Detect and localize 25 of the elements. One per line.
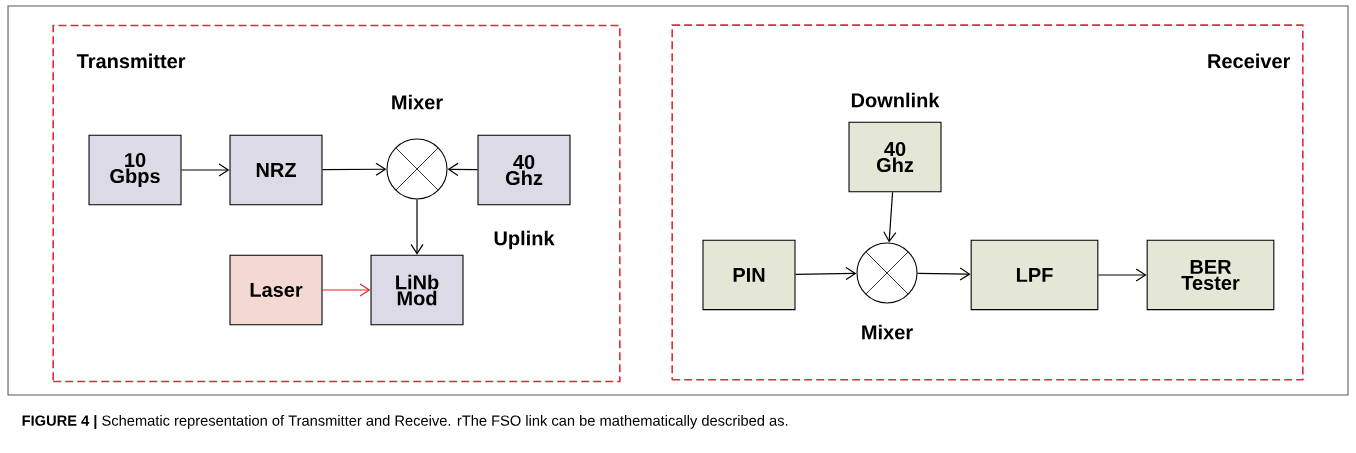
block-caption: Uplink [494,230,555,250]
block-box: PIN [702,239,796,311]
arrow [410,198,424,255]
block-box: LPF [970,239,1099,311]
arrow [883,191,897,243]
block-box: 40 Ghz [477,134,571,206]
panel-heading: Transmitter [76,53,186,69]
arrow [1097,268,1147,282]
arrow [321,162,387,176]
figure-caption: FIGURE 4 | Schematic representation of Transmitter and Receive. rThe FSO link can be mathematically described as. [22,415,788,429]
block-box: BER Tester [1146,239,1275,311]
arrow [447,162,479,176]
block-caption: Mixer [392,94,443,110]
block-box: Laser [229,254,323,326]
panel-heading: Receiver [1208,53,1291,69]
block-box: 10 Gbps [88,134,182,206]
block-box: LiNb Mod [370,254,464,326]
block-box: 40 Ghz [848,121,942,193]
arrow [916,267,971,281]
arrow [794,267,857,281]
block-box: NRZ [229,134,323,206]
block-caption: Downlink [851,92,940,108]
arrow [321,283,371,297]
block-caption: Mixer [862,324,913,340]
arrow [180,163,230,177]
